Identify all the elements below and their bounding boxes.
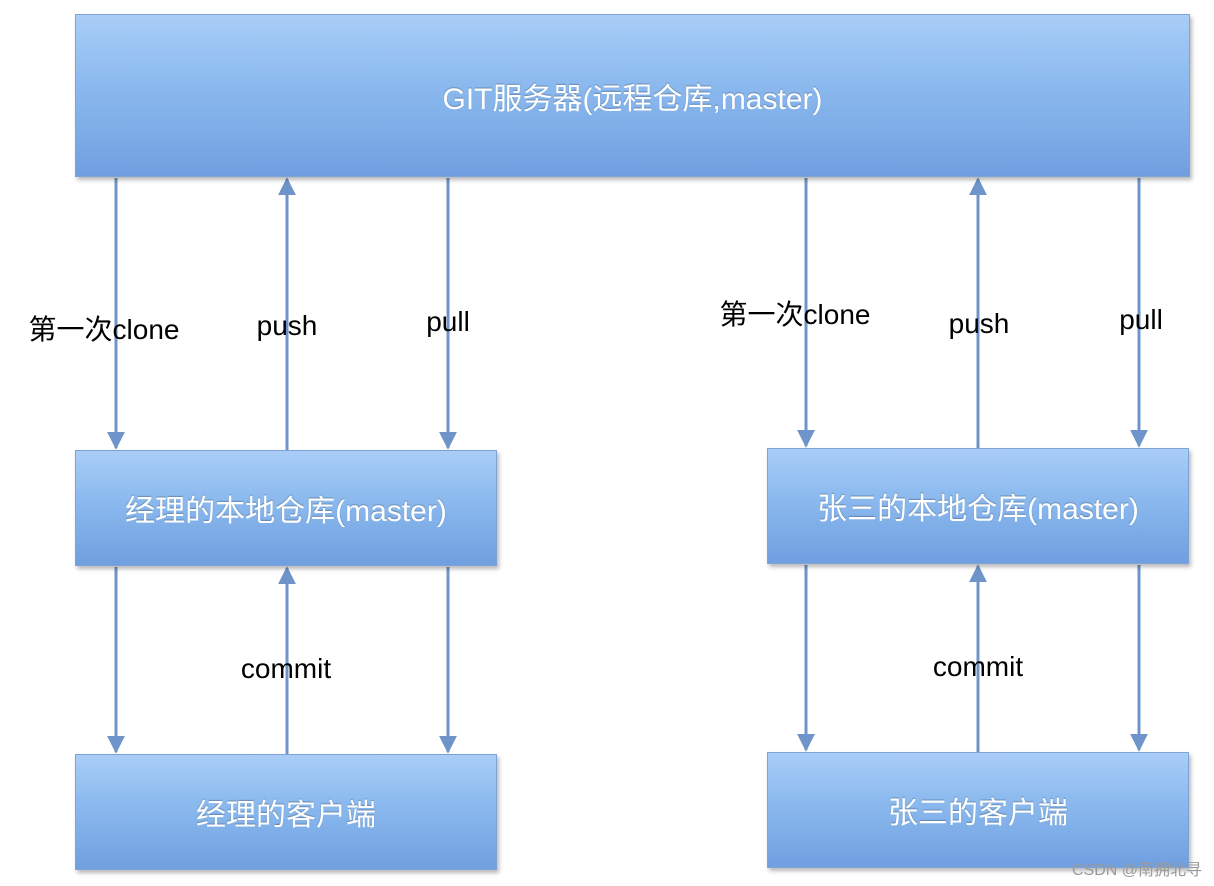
zhang-local-repo-box: 张三的本地仓库(master) — [767, 448, 1189, 564]
manager-local-repo-box: 经理的本地仓库(master) — [75, 450, 497, 566]
git-server-box: GIT服务器(远程仓库,master) — [75, 14, 1190, 177]
manager-client-box: 经理的客户端 — [75, 754, 497, 870]
zhang-push-label: push — [948, 308, 1010, 339]
manager-clone-label: 第一次clone — [28, 314, 180, 345]
zhang-client-box: 张三的客户端 — [767, 752, 1189, 868]
manager-local-repo-label: 经理的本地仓库(master) — [125, 495, 447, 528]
git-server-label: GIT服务器(远程仓库,master) — [442, 82, 823, 116]
manager-pull-label: pull — [426, 306, 470, 337]
zhang-clone-label: 第一次clone — [719, 299, 871, 330]
csdn-watermark: CSDN @南拥北寻 — [1071, 862, 1202, 879]
zhang-client-label: 张三的客户端 — [888, 797, 1068, 830]
zhang-local-repo-label: 张三的本地仓库(master) — [817, 493, 1139, 526]
manager-client-label: 经理的客户端 — [196, 799, 376, 832]
zhang-pull-label: pull — [1119, 304, 1163, 335]
manager-push-label: push — [256, 310, 318, 341]
zhang-commit-label: commit — [932, 651, 1024, 682]
manager-commit-label: commit — [240, 653, 332, 684]
